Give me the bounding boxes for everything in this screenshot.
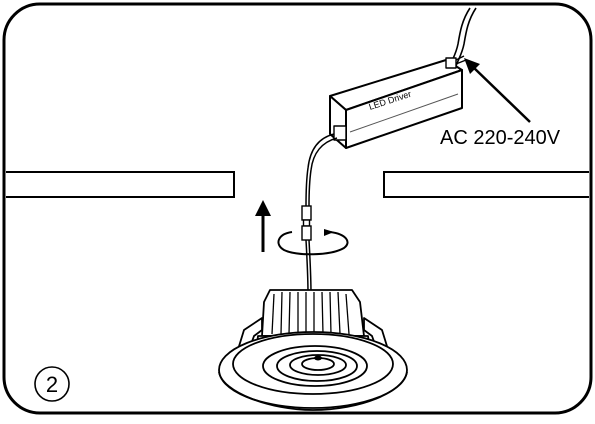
cable-connector: [301, 205, 312, 241]
led-driver-box: [329, 55, 467, 149]
ceiling-right-panel: [383, 171, 589, 198]
driver-output-cable: [305, 133, 338, 207]
supply-pointer-arrow: [464, 58, 531, 123]
downlight-fixture: [218, 289, 408, 411]
up-arrow-icon: [255, 200, 271, 252]
step-number-badge: 2: [34, 366, 70, 402]
heatsink-fins: [271, 291, 350, 335]
step-number: 2: [46, 372, 58, 397]
ceiling-left-panel: [6, 171, 235, 198]
rotation-indicator: [277, 229, 349, 256]
supply-voltage-label: AC 220-240V: [440, 127, 561, 149]
